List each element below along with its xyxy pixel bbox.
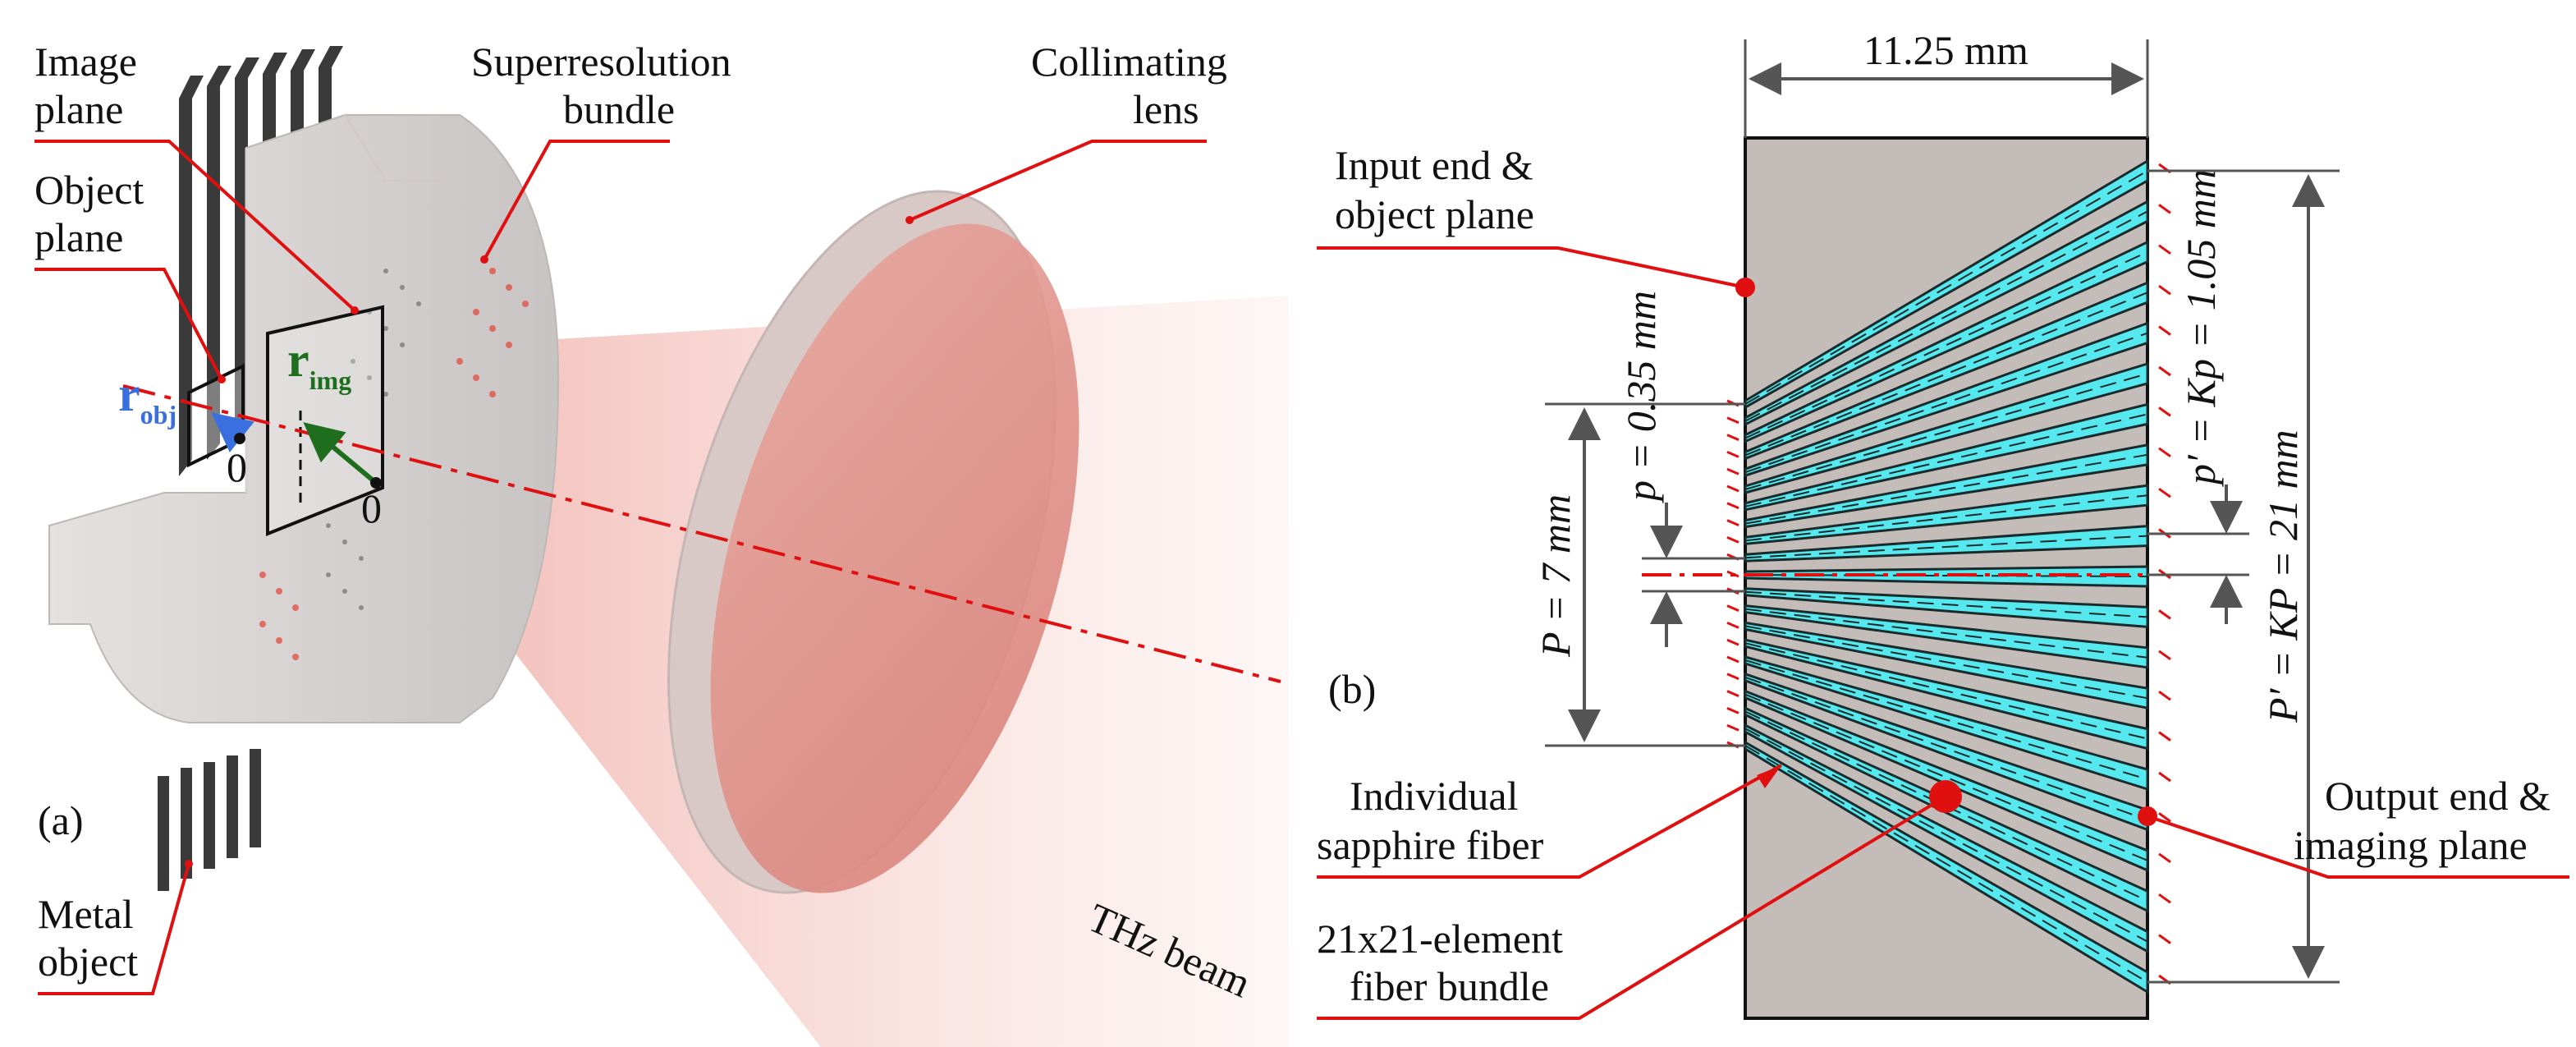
bundle-21-label: 21x21-element — [1317, 916, 1563, 962]
individual-fiber-label: Individual — [1350, 773, 1519, 819]
output-tick — [2158, 365, 2171, 377]
input-tick — [1726, 451, 1739, 458]
fiber-core-line — [1744, 453, 2148, 525]
r-obj-label: robj — [118, 367, 176, 429]
input-tick — [1726, 519, 1739, 526]
input-tick — [1726, 655, 1739, 664]
r-img-vector — [303, 422, 378, 485]
input-tick — [1726, 673, 1739, 681]
width-dimension-label: 11.25 mm — [1863, 27, 2028, 73]
P-dimension-label: P = 7 mm — [1533, 494, 1579, 658]
fiber-core-line — [1744, 332, 2148, 474]
individual-fiber-label-2: sapphire fiber — [1317, 822, 1544, 868]
input-tick — [1726, 467, 1739, 475]
fiber-core-line — [1744, 659, 2148, 780]
panel-a-label: (a) — [38, 797, 84, 843]
output-tick — [2158, 406, 2171, 417]
fiber-core-line — [1744, 625, 2148, 700]
image-plane-label-2: plane — [34, 86, 123, 132]
panel-b-schematic: 11.25 mm P = 7 mm p = 0.35 mm p′ = Kp = … — [1317, 27, 2569, 1020]
red-tick-marks — [1726, 163, 2171, 985]
superresolution-bundle-label-2: bundle — [563, 86, 675, 132]
r-obj-vector — [211, 412, 254, 452]
input-tick — [1726, 604, 1739, 612]
output-end-label-2: imaging plane — [2294, 822, 2528, 868]
output-tick — [2158, 934, 2171, 944]
output-tick — [2158, 650, 2171, 661]
fiber-core-line — [1744, 676, 2148, 821]
metal-object-label: Metal — [38, 891, 134, 937]
fiber-core-line — [1744, 590, 2148, 618]
output-tick — [2158, 447, 2171, 458]
fiber-core-line — [1744, 535, 2148, 559]
superresolution-bundle-body — [48, 114, 560, 723]
fiber-core-line — [1744, 745, 2148, 983]
input-end-label: Input end & — [1335, 142, 1533, 188]
output-tick — [2158, 325, 2171, 336]
collimating-lens-label: Collimating — [1031, 39, 1227, 85]
input-tick — [1726, 707, 1739, 714]
P-prime-label: P′ = KP = 21 mm — [2260, 429, 2306, 723]
metal-object-bars-lower — [158, 749, 261, 891]
object-plane-label-2: plane — [34, 214, 123, 260]
output-tick — [2158, 731, 2171, 742]
p-small-label: p = 0.35 mm — [1618, 291, 1664, 503]
bundle-21-label-2: fiber bundle — [1350, 963, 1549, 1009]
fiber-core-line — [1744, 642, 2148, 740]
superresolution-bundle-label: Superresolution — [471, 39, 731, 85]
origin-obj-label: 0 — [227, 444, 247, 490]
collimating-lens-label-2: lens — [1133, 86, 1199, 132]
fiber-core-line — [1744, 574, 2148, 577]
output-tick — [2158, 812, 2171, 823]
output-tick — [2158, 609, 2171, 620]
output-tick — [2158, 487, 2171, 498]
input-tick — [1726, 502, 1739, 510]
output-tick — [2158, 852, 2171, 864]
input-tick — [1726, 484, 1739, 493]
p-prime-label: p′ = Kp = 1.05 mm — [2178, 169, 2224, 487]
fiber-core-line — [1744, 608, 2148, 659]
output-tick — [2158, 690, 2171, 701]
collimating-lens — [667, 190, 1079, 894]
output-tick — [2158, 284, 2171, 296]
input-tick — [1726, 638, 1739, 646]
input-end-label-2: object plane — [1335, 191, 1534, 237]
input-tick — [1726, 690, 1739, 697]
fiber-core-line — [1744, 494, 2148, 542]
output-end-label: Output end & — [2325, 773, 2551, 819]
object-plane-label: Object — [34, 167, 144, 213]
input-tick — [1726, 434, 1739, 441]
output-tick — [2158, 244, 2171, 255]
input-tick — [1726, 622, 1739, 629]
image-plane-frame — [266, 305, 384, 536]
fiber-core-line — [1744, 728, 2148, 943]
panel-a-illustration: robj rimg 0 0 Image plane Object plane S… — [34, 39, 1289, 1047]
metal-object-label-2: object — [38, 939, 138, 985]
fiber-core-line — [1744, 170, 2148, 405]
output-tick — [2158, 771, 2171, 783]
output-tick — [2158, 204, 2171, 214]
r-img-label: rimg — [287, 333, 351, 395]
fiber-core-line — [1744, 373, 2148, 490]
image-plane-label: Image — [34, 39, 137, 85]
input-tick — [1726, 536, 1739, 544]
panel-b-label: (b) — [1328, 666, 1376, 712]
fiber-core-line — [1744, 210, 2148, 422]
origin-img-label: 0 — [361, 485, 382, 531]
output-tick — [2158, 893, 2171, 904]
input-tick — [1726, 416, 1739, 425]
fiber-core-line — [1744, 413, 2148, 507]
input-tick — [1726, 723, 1739, 732]
